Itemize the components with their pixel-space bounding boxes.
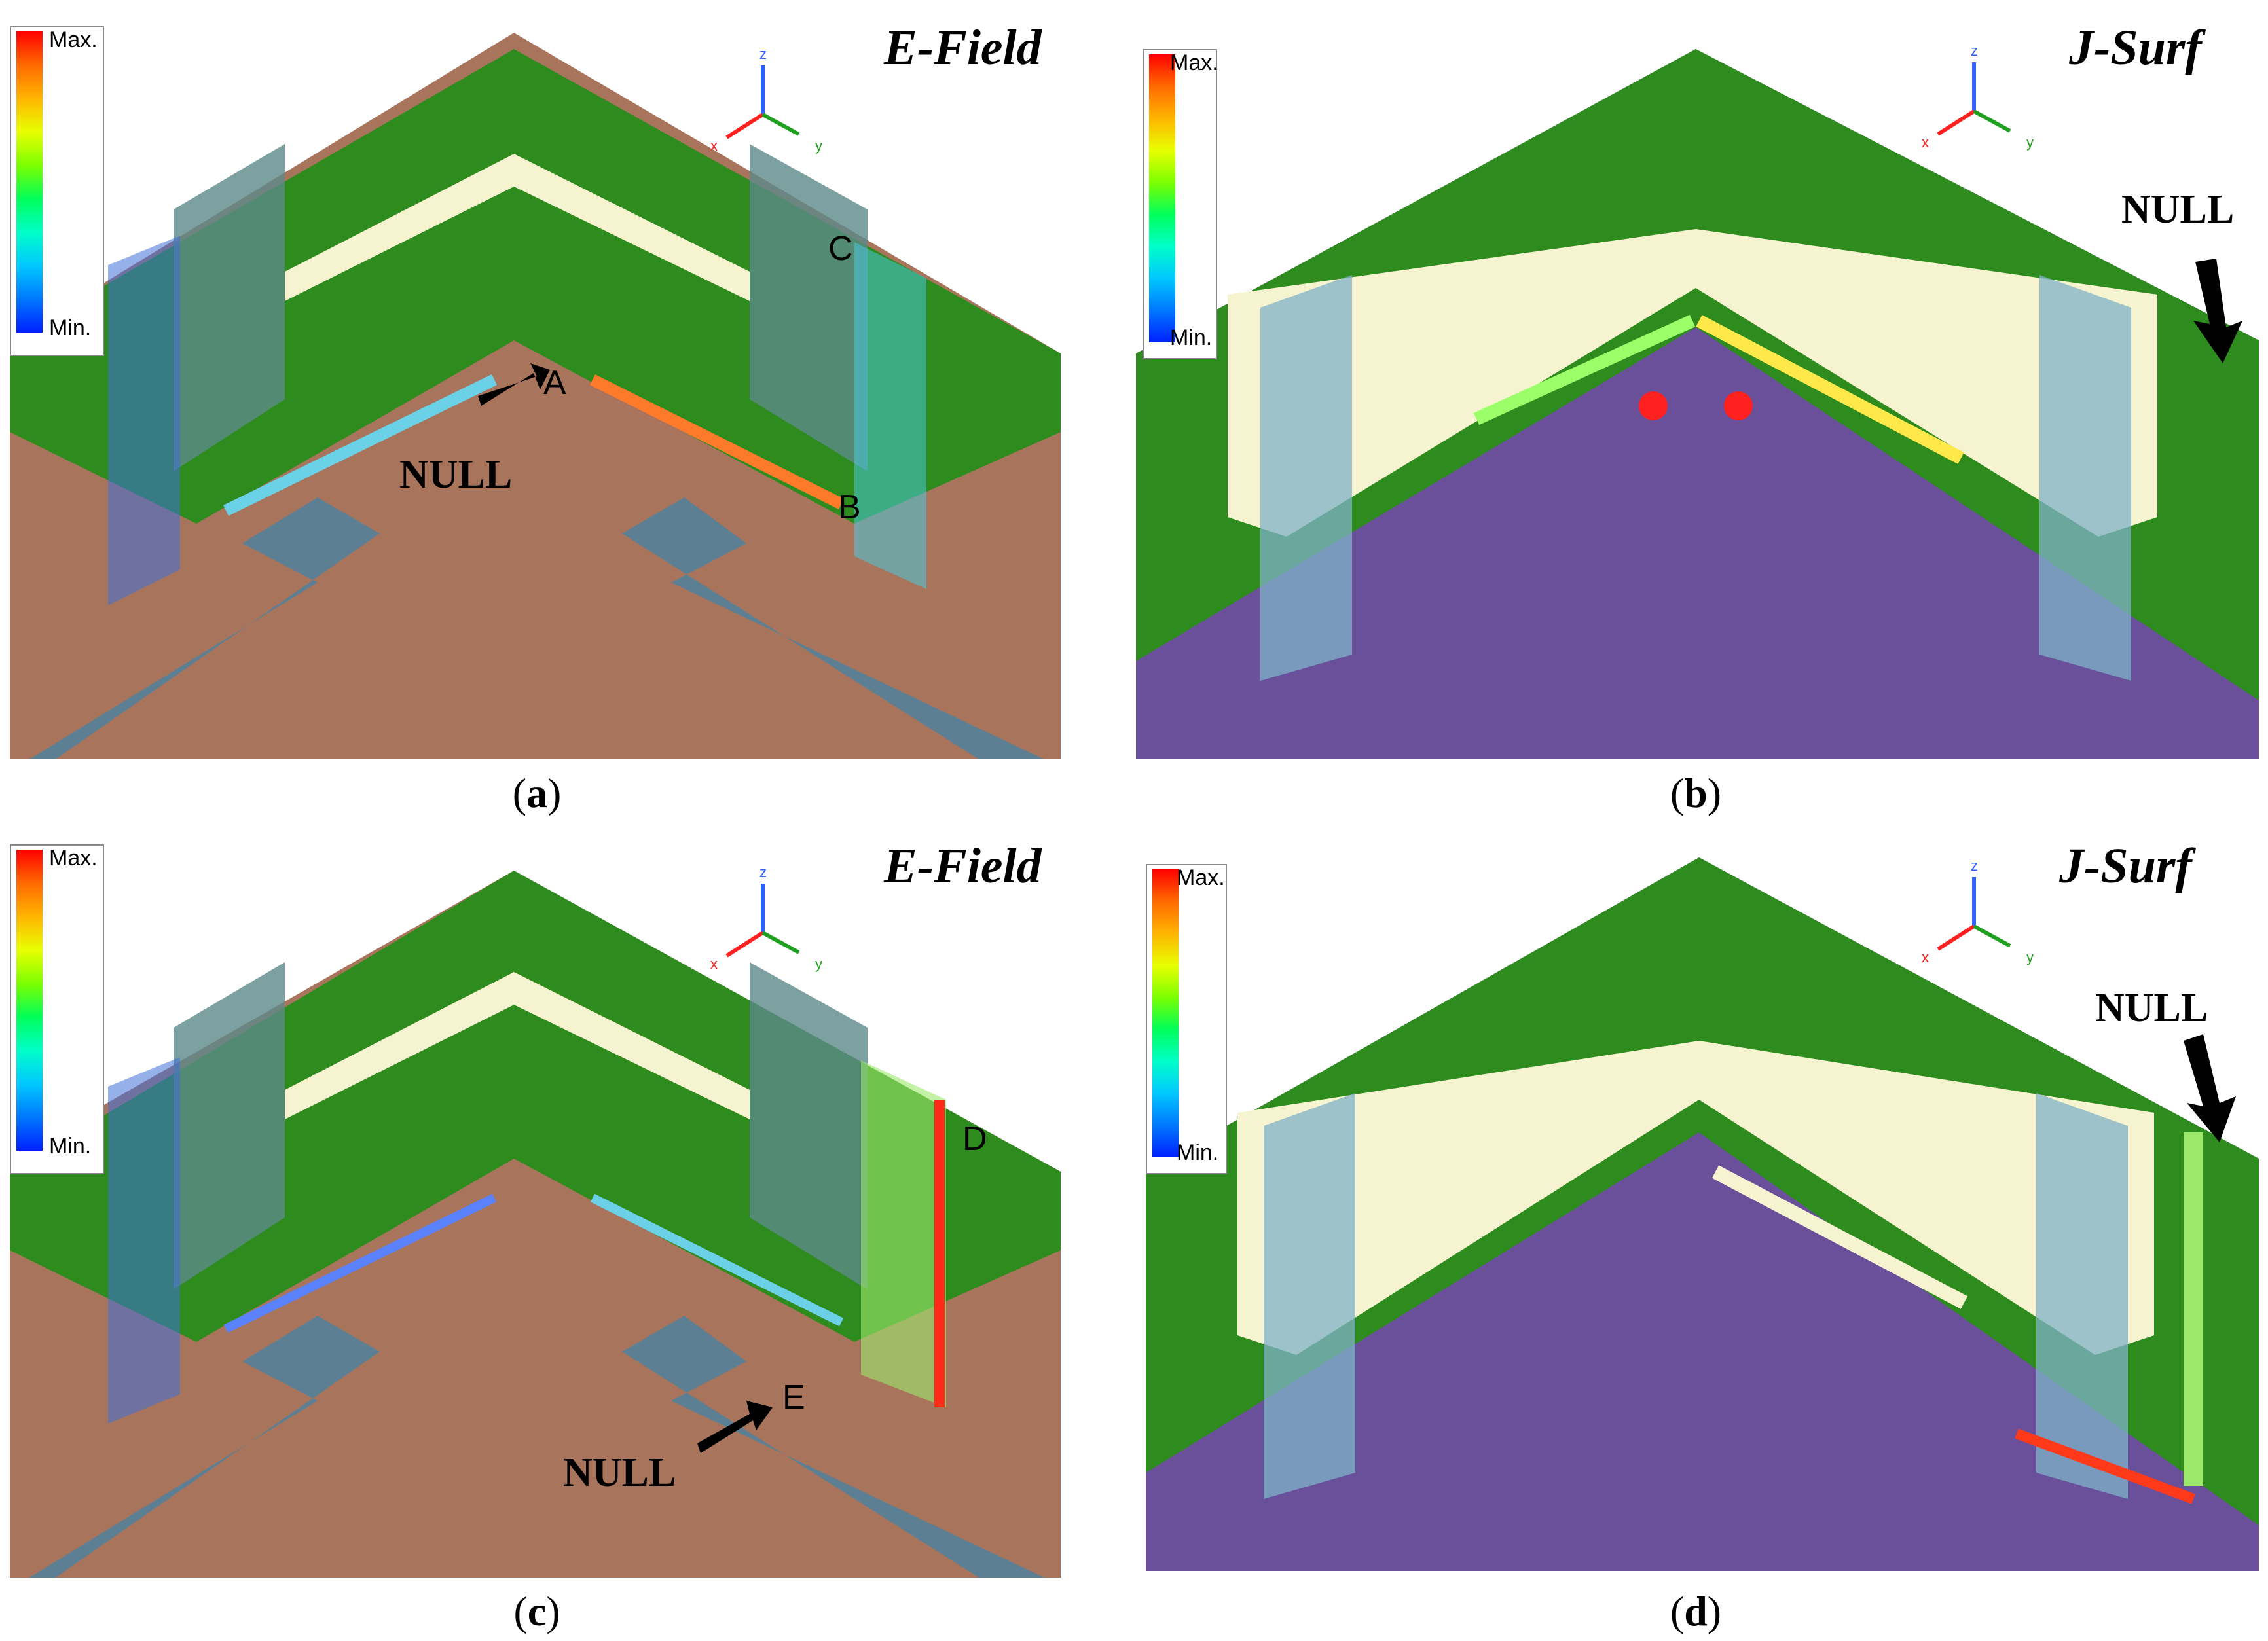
legend-scale (16, 31, 43, 333)
field-left (108, 236, 180, 605)
caption-b: (b) (1670, 770, 1722, 816)
trace-right (622, 497, 1044, 759)
null-label: NULL (2095, 986, 2208, 1030)
axis-x-label: x (1922, 949, 1929, 965)
cream-strip (285, 154, 750, 301)
axis-triad: z x y (710, 46, 822, 154)
legend-scale (1149, 54, 1175, 342)
null-label: NULL (563, 1451, 676, 1495)
null-arrow (478, 363, 550, 406)
axis-y-label: y (815, 137, 822, 154)
trace-right (622, 1316, 1044, 1578)
panel-b-scene: z x y (1136, 43, 2259, 759)
axis-y-label: y (2026, 134, 2034, 151)
caption-a: (a) (512, 770, 562, 816)
axis-y-label: y (815, 956, 822, 972)
legend-max: Max. (1170, 50, 1218, 75)
legend-max: Max. (49, 846, 98, 871)
panel-title: J-Surf (2069, 20, 2202, 75)
hot-spot-right (1724, 391, 1753, 420)
null-arrow (697, 1401, 773, 1453)
null-label: NULL (2121, 187, 2235, 232)
caption-c: (c) (513, 1588, 560, 1634)
trace-left (29, 1316, 380, 1578)
field-left (108, 1057, 180, 1424)
legend-min: Min. (49, 1134, 92, 1159)
legend-max: Max. (49, 27, 98, 52)
marker-d: D (962, 1120, 987, 1158)
panel-b: z x y Max. Min. J-Surf NULL (1136, 13, 2259, 759)
legend-scale (16, 850, 43, 1151)
axis-triad: z x y (1922, 43, 2034, 151)
legend-min: Min. (49, 316, 92, 340)
axis-triad: z x y (1922, 857, 2034, 965)
panel-title: J-Surf (2059, 844, 2192, 893)
axis-x-label: x (710, 137, 718, 154)
null-arrow (2184, 1034, 2236, 1142)
stub-right (2036, 1093, 2128, 1499)
null-label: NULL (399, 452, 513, 497)
axis-z-label: z (1971, 43, 1978, 59)
panel-d: z x y Max. Min. J-Surf NULL (1146, 844, 2259, 1571)
legend: Max. Min. (1143, 49, 1218, 359)
panel-d-scene: z x y (1146, 857, 2259, 1571)
axis-x-label: x (1922, 134, 1929, 151)
stub-right (750, 144, 868, 471)
null-arrow (2193, 259, 2242, 363)
slot-current-right (1696, 315, 1964, 464)
panel-title: E-Field (884, 839, 1042, 893)
legend-min: Min. (1170, 325, 1213, 350)
caption-d: (d) (1670, 1588, 1722, 1634)
stub-right (2039, 275, 2131, 681)
legend: Max. Min. (10, 26, 104, 356)
slot-field-right (590, 1193, 844, 1327)
legend-min: Min. (1177, 1140, 1219, 1165)
legend-max: Max. (1177, 865, 1225, 890)
marker-b: B (838, 488, 861, 526)
field-right (861, 1060, 946, 1407)
marker-c: C (828, 230, 853, 268)
stub-right (750, 962, 868, 1289)
stub-left (174, 144, 285, 471)
panel-c-scene: z x y (10, 864, 1061, 1578)
hot-spot-left (1639, 391, 1668, 420)
cream-strip (285, 972, 750, 1119)
axis-z-label: z (1971, 857, 1978, 874)
stub-left (1264, 1093, 1355, 1499)
axis-z-label: z (759, 864, 767, 880)
trace-left (29, 497, 380, 759)
axis-x-label: x (710, 956, 718, 972)
slot-field-right (589, 374, 845, 510)
panel-a-scene: z x y (10, 33, 1061, 759)
stub-left (174, 962, 285, 1289)
axis-z-label: z (759, 46, 767, 62)
slot-current-right (1711, 1165, 1968, 1309)
panel-c: z x y Max. Min. E-Field NULL D E (10, 831, 1061, 1578)
stub-left (1260, 275, 1352, 681)
slot-field-left (223, 374, 497, 516)
slot-field-left (223, 1193, 497, 1333)
axis-triad: z x y (710, 864, 822, 972)
legend: Max. Min. (10, 844, 104, 1174)
marker-e: E (782, 1379, 805, 1416)
axis-y-label: y (2026, 949, 2034, 965)
panel-title: E-Field (884, 20, 1042, 75)
legend: Max. Min. (1146, 864, 1227, 1174)
field-right (854, 242, 926, 589)
panel-a: z x y Max. Min. E-Field NULL A B C (10, 13, 1061, 759)
slot-current-left (1473, 314, 1696, 425)
hot-edge (2015, 1428, 2195, 1504)
legend-scale (1152, 869, 1179, 1157)
marker-a: A (543, 364, 566, 402)
